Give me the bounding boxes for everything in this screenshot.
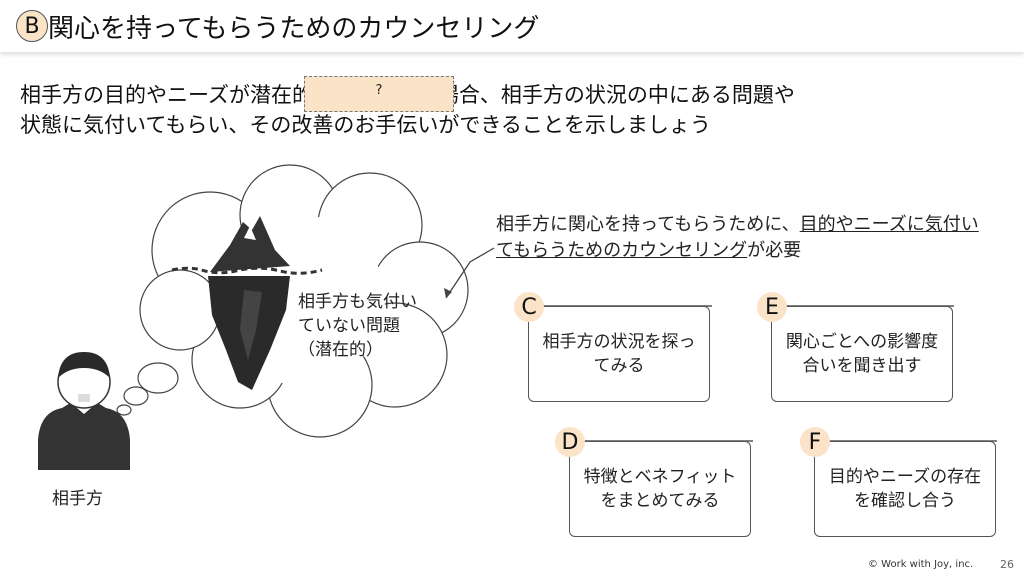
person-icon: [38, 352, 130, 470]
card-c[interactable]: 相手方の状況を探ってみる: [528, 306, 710, 402]
card-e[interactable]: 関心ごとへの影響度合いを聞き出す: [771, 306, 953, 402]
footer-copyright: © Work with Joy, inc.: [868, 559, 974, 570]
person-label: 相手方: [52, 489, 103, 509]
thought-bubbles: [116, 362, 179, 416]
card-c-badge: C: [514, 292, 544, 322]
slide-header: B 関心を持ってもらうためのカウンセリング: [0, 0, 1024, 52]
lead-line2: 状態に気付いてもらい、その改善のお手伝いができることを示しましょう: [20, 113, 711, 137]
card-e-badge: E: [757, 292, 787, 322]
blank-label: ?: [375, 83, 383, 98]
card-d-text: 特徴とベネフィットをまとめてみる: [583, 467, 737, 511]
card-c-text: 相手方の状況を探ってみる: [542, 332, 696, 376]
callout-note: 相手方に関心を持ってもらうために、目的やニーズに気付いてもらうためのカウンセリン…: [496, 212, 996, 264]
note-part1: 相手方に関心を持ってもらうために、: [496, 214, 800, 235]
card-d[interactable]: 特徴とベネフィットをまとめてみる: [569, 441, 751, 537]
section-badge: B: [16, 10, 48, 42]
cloud-caption: 相手方も気付いていない問題（潜在的）: [298, 292, 417, 360]
card-d-badge: D: [555, 427, 585, 457]
lead-part1: 相手方の目的やニーズが: [20, 83, 250, 107]
page-number: 26: [1000, 558, 1014, 571]
card-f-text: 目的やニーズの存在を確認し合う: [828, 467, 982, 511]
note-part2: が必要: [747, 240, 802, 261]
lead-hidden-word: 潜在的: [249, 83, 313, 107]
card-f-badge: F: [800, 427, 830, 457]
fill-in-blank-box[interactable]: ?: [304, 76, 454, 112]
iceberg-icon: [171, 216, 323, 390]
card-e-text: 関心ごとへの影響度合いを聞き出す: [785, 332, 939, 376]
card-f[interactable]: 目的やニーズの存在を確認し合う: [814, 441, 996, 537]
callout-pointer: [445, 247, 495, 299]
slide-title: 関心を持ってもらうためのカウンセリング: [48, 14, 540, 44]
note-underlined: 目的やニーズに気付いてもらうためのカウンセリング: [496, 214, 979, 261]
